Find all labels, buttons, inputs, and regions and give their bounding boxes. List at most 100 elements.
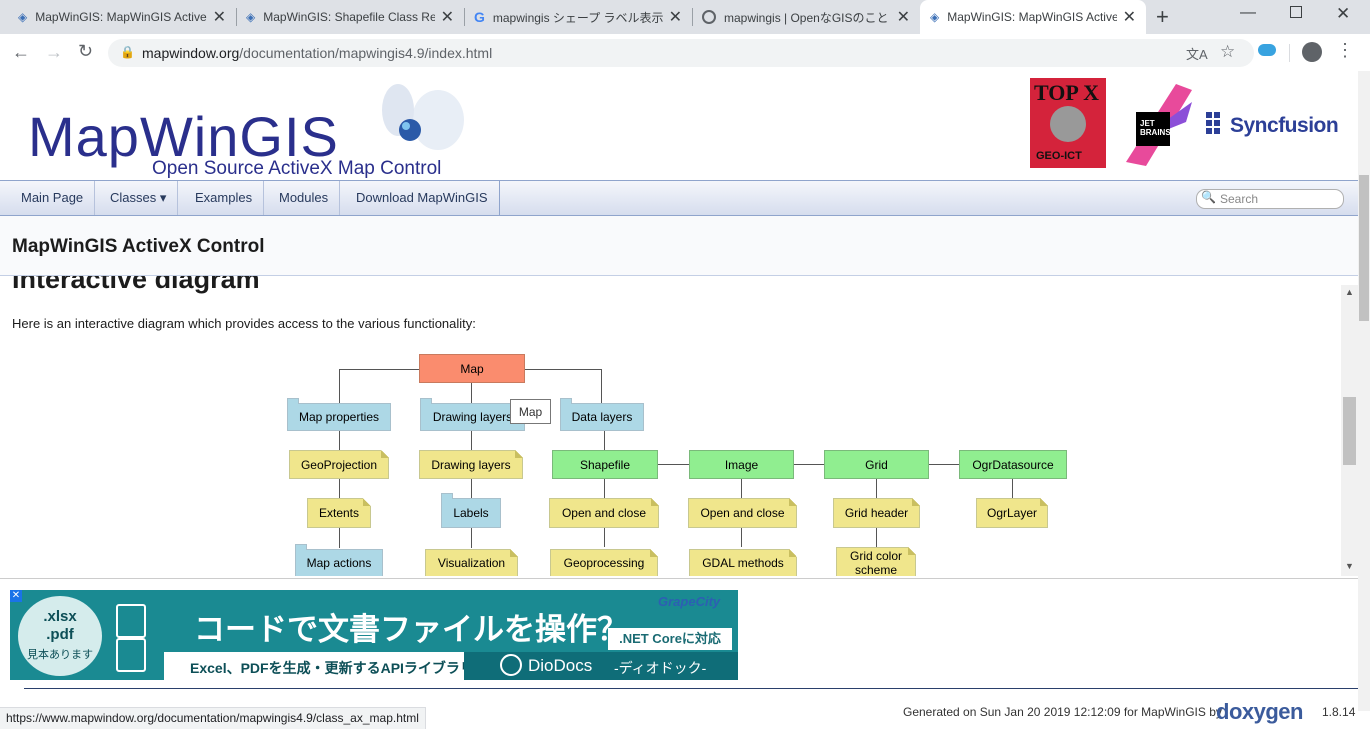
toolbar-divider [1289,44,1290,62]
cloud-extension-icon[interactable] [1258,44,1276,56]
diagram-node-visualization[interactable]: Visualization [425,549,518,576]
doxygen-logo[interactable]: doxygen [1216,699,1303,724]
page-scrollbar[interactable] [1358,71,1370,711]
tab-label: mapwingis シェープ ラベル表示 - Google [492,10,663,25]
jetbrains-logo-icon[interactable]: JET BRAINS [1116,82,1196,168]
nav-main-page[interactable]: Main Page [10,181,96,215]
diagram-node-image[interactable]: Image [689,450,794,479]
new-tab-button[interactable]: + [1156,4,1169,29]
ad-divider [0,578,1358,579]
svg-text:JET: JET [1140,119,1155,128]
diagram-node-grid[interactable]: Grid [824,450,929,479]
translate-icon[interactable]: 文A [1186,47,1208,62]
winged-globe-logo-icon [382,84,464,150]
tab-google-search[interactable]: G mapwingis シェープ ラベル表示 - Google ✕ [464,0,692,34]
diodocs-logo-icon [500,654,522,676]
diagram-node-shapefile[interactable]: Shapefile [552,450,658,479]
page-scroll-thumb[interactable] [1359,175,1369,321]
search-box[interactable]: 🔍 Search [1196,189,1344,209]
reload-icon[interactable]: ↻ [78,41,94,61]
ad-badge-line3: 見本あります [27,649,93,661]
globe-icon [702,10,716,24]
tab-shapefile-class[interactable]: ◈ MapWinGIS: Shapefile Class Reference ✕ [236,0,464,34]
map-tooltip: Map [510,399,551,424]
tab-mapwingis-activex-active[interactable]: ◈ MapWinGIS: MapWinGIS ActiveX ✕ [920,0,1146,34]
tab-mapwingis-activex-1[interactable]: ◈ MapWinGIS: MapWinGIS ActiveX ✕ [8,0,236,34]
diagram-node-image-open-close[interactable]: Open and close [688,498,797,528]
diagram-node-grid-color-scheme[interactable]: Grid color scheme [836,547,916,576]
mapwingis-favicon-icon: ◈ [930,10,940,24]
advertisement-banner[interactable]: ✕ .xlsx .pdf 見本あります コードで文書ファイルを操作？ Grape… [10,590,738,680]
content-area: Interactive diagram Here is an interacti… [0,276,1341,576]
diagram-node-ogrdatasource[interactable]: OgrDatasource [959,450,1067,479]
main-nav: Main Page Classes ▾ Examples Modules Dow… [0,180,1366,216]
tab-strip: ◈ MapWinGIS: MapWinGIS ActiveX ✕ ◈ MapWi… [0,0,1370,34]
account-avatar-icon[interactable] [1302,42,1322,62]
maximize-button[interactable] [1290,6,1302,18]
diagram-node-drawing-layers[interactable]: Drawing layers [420,398,525,431]
syncfusion-mark-icon [1206,112,1228,136]
nav-modules[interactable]: Modules [268,181,341,215]
close-tab-icon[interactable]: ✕ [668,9,682,26]
diagram-node-geoprocessing[interactable]: Geoprocessing [550,549,658,576]
diagram-node-map-properties[interactable]: Map properties [287,398,391,431]
diagram-node-drawing-layers-doc[interactable]: Drawing layers [419,450,523,479]
content-scrollbar[interactable]: ▲ ▼ [1341,285,1358,576]
diagram-node-data-layers[interactable]: Data layers [560,398,644,431]
diagram-node-ogrlayer[interactable]: OgrLayer [976,498,1048,528]
menu-kebab-icon[interactable]: ⋮ [1336,40,1354,60]
diagram-node-gdal-methods[interactable]: GDAL methods [689,549,797,576]
section-heading: Interactive diagram [12,276,260,294]
scroll-up-icon[interactable]: ▲ [1345,287,1354,297]
diagram-node-map-actions[interactable]: Map actions [295,544,383,576]
globe-icon [1050,106,1086,142]
mapwingis-favicon-icon: ◈ [246,10,256,24]
scroll-down-icon[interactable]: ▼ [1345,561,1354,571]
topx-logo[interactable]: TOP X GEO-ICT [1030,78,1106,168]
star-bookmark-icon[interactable]: ☆ [1220,42,1236,61]
ad-subtext: Excel、PDFを生成・更新するAPIライブラリ [190,660,474,676]
nav-examples[interactable]: Examples [184,181,265,215]
close-tab-icon[interactable]: ✕ [1122,9,1136,26]
close-tab-icon[interactable]: ✕ [212,9,226,26]
excel-doc-icon [116,604,146,638]
footer-rule [24,688,1358,689]
ad-badge-line1: .xlsx [43,608,77,625]
diagram-node-grid-header[interactable]: Grid header [833,498,920,528]
status-bar-url: https://www.mapwindow.org/documentation/… [0,707,426,729]
page-title: MapWinGIS ActiveX Control [12,236,265,257]
forward-arrow-icon[interactable]: → [45,42,63,62]
tab-divider [692,8,693,26]
ad-brand: GrapeCity [658,594,721,609]
diagram-node-map[interactable]: Map [419,354,525,383]
diagram-node-extents[interactable]: Extents [307,498,371,528]
ad-close-icon[interactable]: ✕ [10,590,22,602]
nav-download[interactable]: Download MapWinGIS [345,181,500,215]
footer-version: 1.8.14 [1322,705,1356,719]
address-bar[interactable]: 🔒 mapwindow.org/documentation/mapwingis4… [108,39,1254,67]
minimize-button[interactable]: — [1240,4,1256,21]
diagram-node-geoprojection[interactable]: GeoProjection [289,450,389,479]
close-tab-icon[interactable]: ✕ [896,9,910,26]
close-window-button[interactable]: ✕ [1336,4,1351,23]
nav-classes[interactable]: Classes ▾ [99,181,179,215]
diagram-node-labels[interactable]: Labels [441,493,501,528]
svg-text:BRAINS: BRAINS [1140,128,1171,137]
back-arrow-icon[interactable]: ← [12,42,30,62]
tab-label: MapWinGIS: MapWinGIS ActiveX [35,10,207,24]
tab-opengis[interactable]: mapwingis | OpenなGISのこと | F ✕ [692,0,920,34]
topx-logo-subtext: GEO-ICT [1036,150,1082,162]
footer-generated: Generated on Sun Jan 20 2019 12:12:09 fo… [903,705,1222,719]
search-input[interactable]: Search [1220,192,1259,206]
diagram-node-shapefile-open-close[interactable]: Open and close [549,498,659,528]
google-icon: G [474,9,485,25]
scroll-thumb[interactable] [1343,397,1356,465]
tab-label: MapWinGIS: Shapefile Class Reference [263,10,435,24]
title-bar: MapWinGIS ActiveX Control [0,216,1366,276]
intro-text: Here is an interactive diagram which pro… [12,316,476,331]
close-tab-icon[interactable]: ✕ [440,9,454,26]
syncfusion-logo[interactable]: Syncfusion [1230,114,1339,137]
tab-divider [464,8,465,26]
tab-label: mapwingis | OpenなGISのこと | F [724,10,891,25]
pdf-doc-icon [116,638,146,672]
